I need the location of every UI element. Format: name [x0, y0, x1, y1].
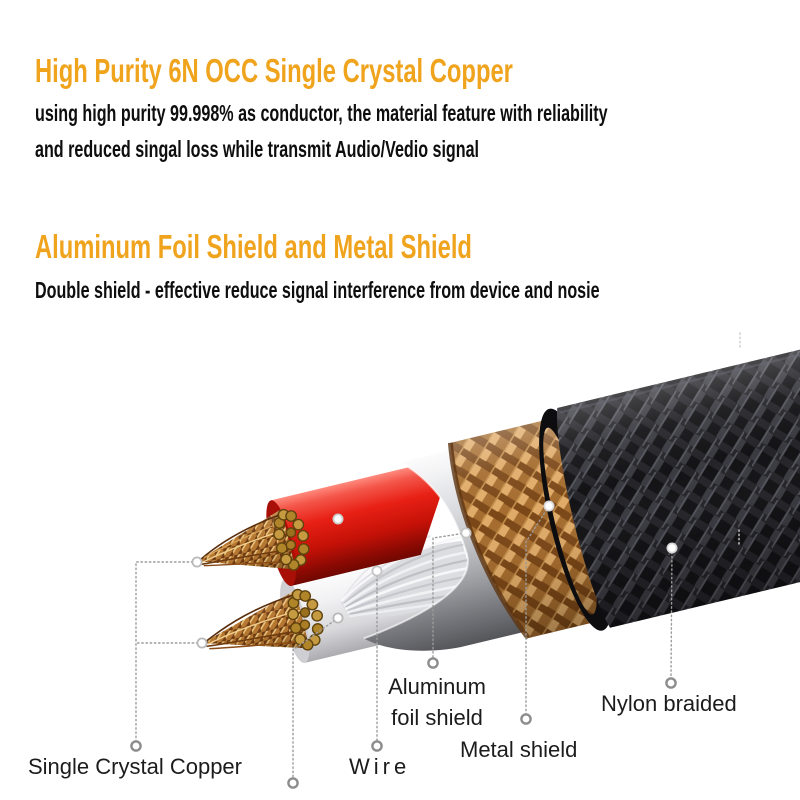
strand-ends-lower: [287, 588, 324, 651]
copper-conductor-lower: [202, 590, 310, 650]
part-markers: [191, 500, 678, 649]
section2-heading-text: Aluminum Foil Shield and Metal Shield: [35, 228, 472, 265]
leader-line-metal: [525, 505, 550, 715]
ring-wire: [371, 740, 383, 752]
ring-metal: [520, 713, 532, 725]
ring-nylon: [665, 677, 677, 689]
marker-foil: [460, 527, 472, 539]
strand-ends-upper: [273, 508, 310, 571]
section1-body-line2: and reduced singal loss while transmit A…: [35, 136, 480, 162]
section1-body-line1: using high purity 99.998% as conductor, …: [35, 100, 608, 126]
nylon-braid-layer: [556, 319, 800, 628]
section2-heading: Aluminum Foil Shield and Metal Shield: [35, 228, 642, 266]
leader-lines: [135, 332, 741, 779]
label-metal-shield: Metal shield: [460, 737, 578, 762]
marker-metal-braid: [543, 500, 555, 512]
leader-line-copper-upper: [135, 561, 198, 742]
label-single-crystal-copper: Single Crystal Copper: [28, 754, 242, 779]
label-aluminum-foil-line2: foil shield: [391, 705, 483, 730]
marker-white-wire: [332, 612, 344, 624]
section2-body-line1: Double shield - effective reduce signal …: [35, 277, 600, 303]
label-wire: Wire: [349, 754, 411, 779]
marker-red-wire: [332, 513, 344, 525]
artifact-line: [738, 332, 741, 546]
label-aluminum-foil-line1: Aluminum: [388, 674, 486, 699]
marker-silver-strands: [371, 565, 383, 577]
marker-copper-lower: [196, 637, 208, 649]
cable-body: [197, 319, 800, 664]
marker-copper-upper: [191, 556, 203, 568]
marker-nylon: [666, 542, 678, 554]
label-nylon-braided: Nylon braided: [601, 691, 737, 716]
label-aluminum-foil-shield: Aluminum foil shield: [367, 671, 507, 733]
ring-copper: [130, 740, 142, 752]
section1-heading: High Purity 6N OCC Single Crystal Copper: [35, 52, 699, 90]
leader-line-white-wire: [292, 617, 339, 779]
section1-heading-text: High Purity 6N OCC Single Crystal Copper: [35, 52, 513, 89]
ring-white-wire: [287, 777, 299, 789]
leader-line-foil: [432, 532, 467, 659]
ring-foil: [427, 657, 439, 669]
label-rings: [130, 657, 677, 789]
leader-line-nylon: [670, 547, 673, 679]
copper-conductor-upper: [197, 509, 296, 570]
